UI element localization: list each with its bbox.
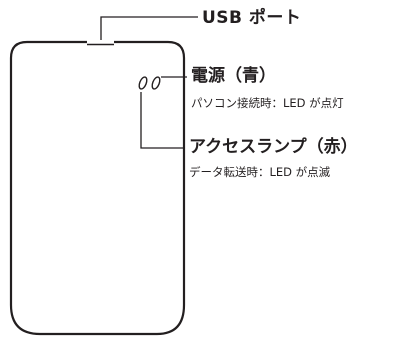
access-lamp-description: データ転送時：LED が点滅: [189, 165, 331, 179]
device-outline: [9, 40, 186, 336]
power-led: [151, 76, 161, 90]
access-lamp-label: アクセスランプ（赤）: [189, 137, 358, 157]
access-lamp-led: [138, 76, 148, 90]
access-lamp-leader: [140, 92, 185, 149]
power-led-description: パソコン接続時：LED が点灯: [191, 96, 344, 110]
power-led-label: 電源（青）: [191, 66, 276, 86]
usb-port-leader: [100, 16, 198, 40]
usb-port-label: USB ポート: [202, 8, 302, 28]
